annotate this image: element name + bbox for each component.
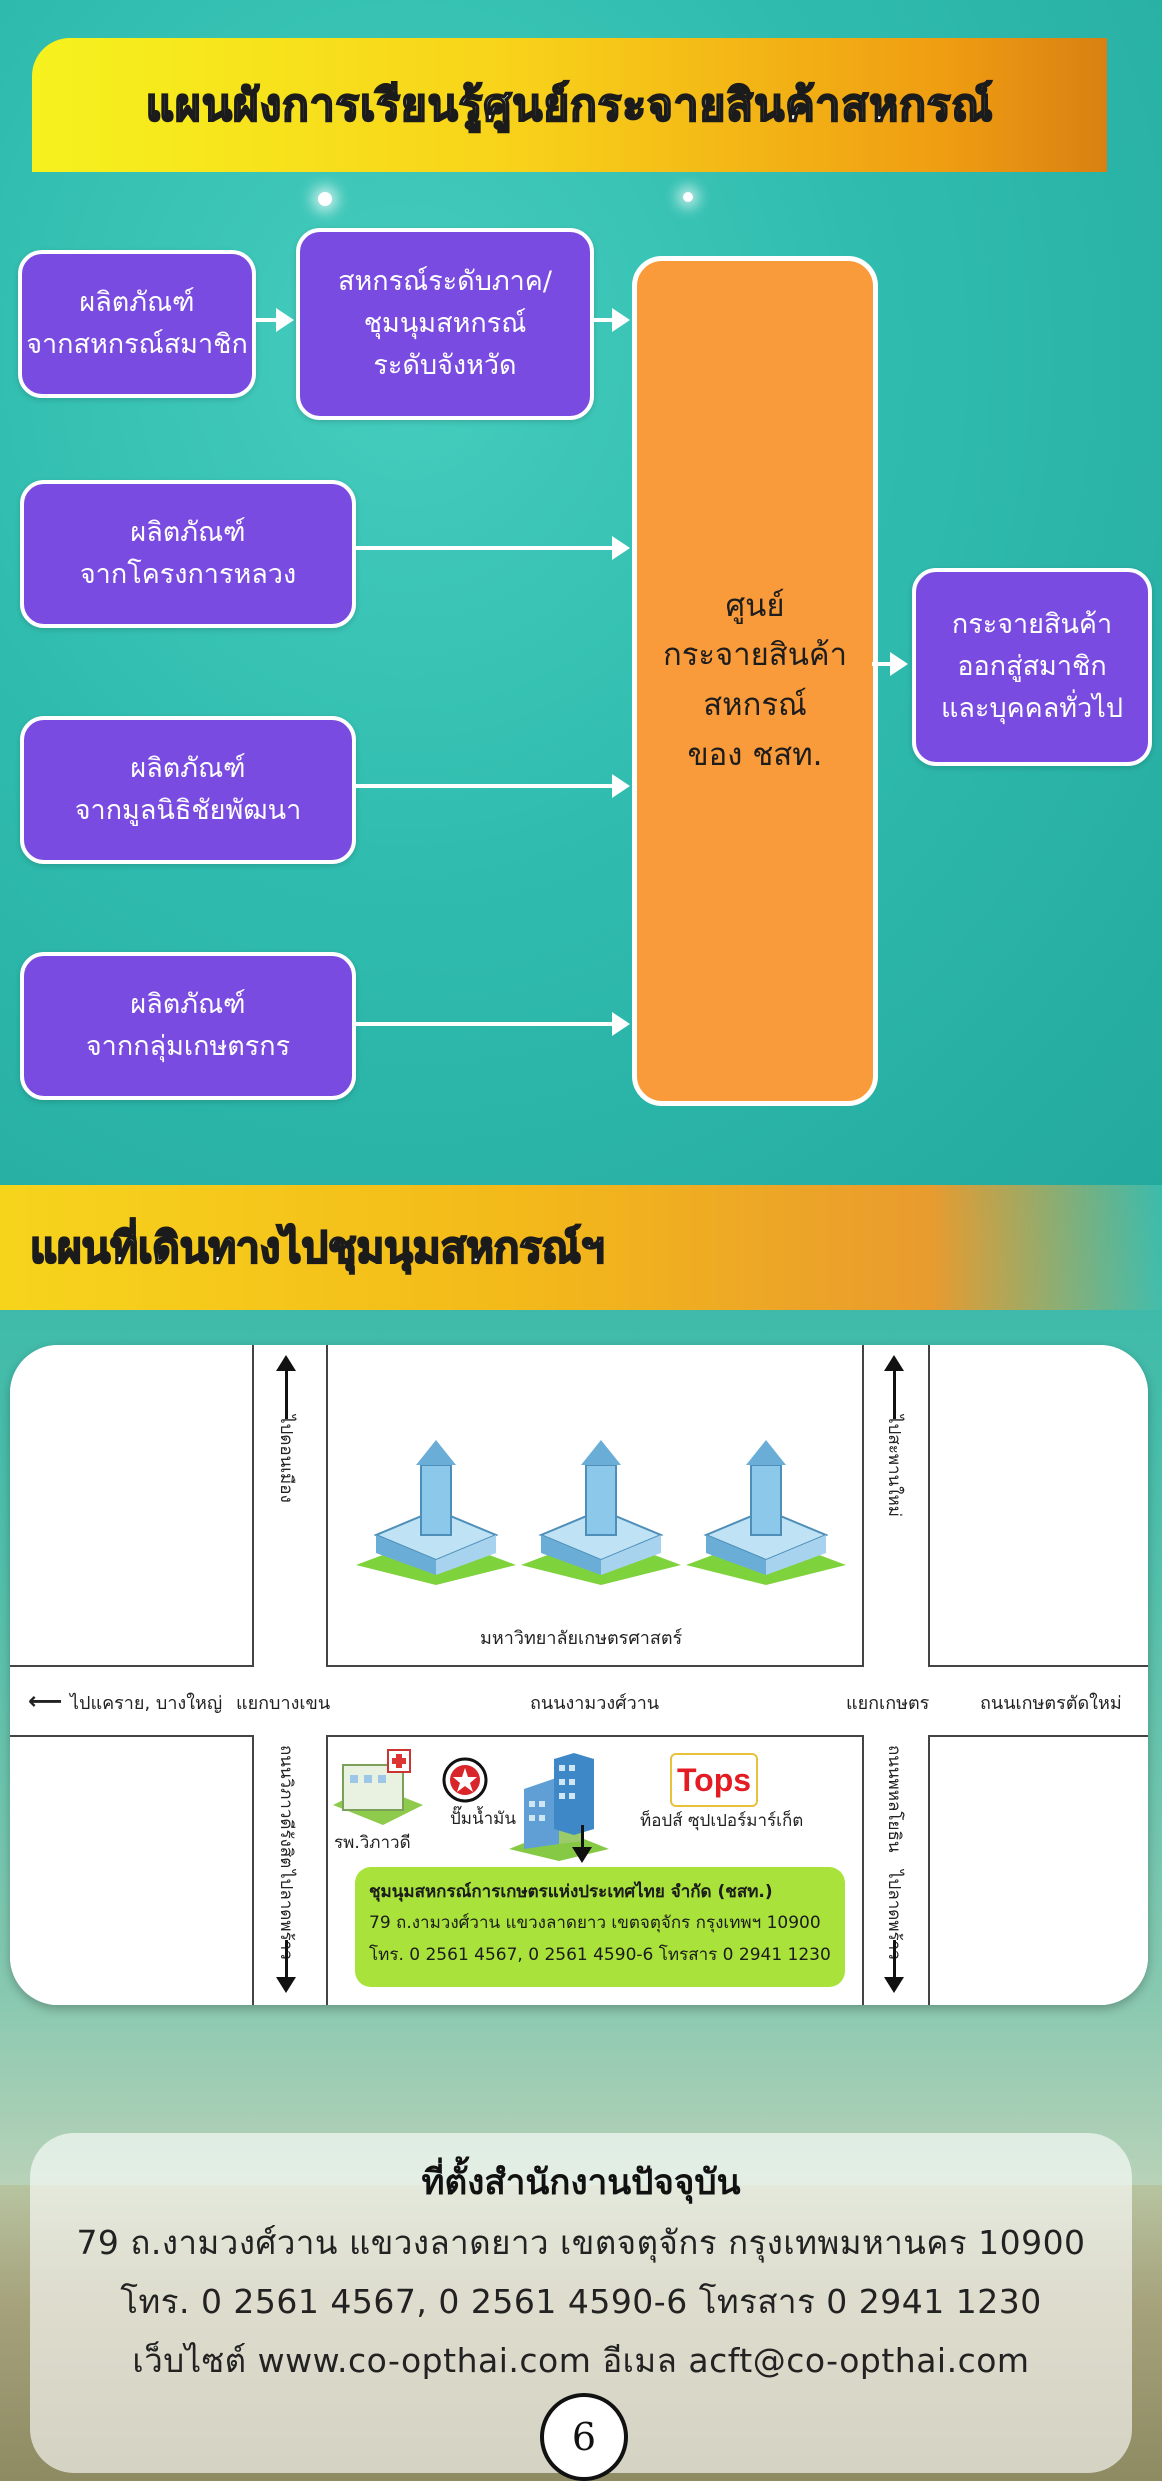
arrow-right-icon [612,1012,630,1036]
road-arrow-shaft [581,1825,584,1849]
source-box-member-coops: ผลิตภัณฑ์ จากสหกรณ์สมาชิก [18,250,256,398]
page-number: 6 [540,2393,628,2481]
arrow-down-icon [884,1977,904,1993]
intermediate-label: ชุมนุมสหกรณ์ [363,308,527,340]
source-label: จากโครงการหลวง [79,559,297,590]
phone-line: โทร. 0 2561 4567, 0 2561 4590-6 โทรสาร 0… [120,2282,1042,2321]
output-label: กระจายสินค้า [951,609,1113,641]
tops-label: ท็อปส์ ซุปเปอร์มาร์เก็ต [640,1811,804,1831]
map-block [928,1735,1148,2005]
road-arrow-shaft [893,1940,896,1980]
arrow-up-icon [884,1355,904,1371]
road-label: แยกบางเขน [236,1693,331,1714]
map-block [10,1735,254,2005]
university-label: มหาวิทยาลัยเกษตรศาสตร์ [480,1628,683,1649]
hospital-label: รพ.วิภาวดี [334,1833,411,1853]
distribution-center-box: ศูนย์ กระจายสินค้า สหกรณ์ ของ ชสท. [632,256,878,1106]
center-label: ของ ชสท. [687,736,823,773]
output-box: กระจายสินค้า ออกสู่สมาชิก และบุคคลทั่วไป [912,568,1152,766]
connector-line [872,662,890,666]
center-label: ศูนย์ [725,587,785,624]
source-label: จากกลุ่มเกษตรกร [85,1031,291,1062]
source-label: ผลิตภัณฑ์ [130,753,246,785]
address-title: ที่ตั้งสำนักงานปัจจุบัน [421,2163,741,2203]
arrow-down-icon [572,1847,592,1863]
tops-logo-text: Tops [676,1761,752,1798]
road-arrow-shaft [285,1369,288,1419]
source-label: ผลิตภัณฑ์ [130,989,246,1021]
intermediate-label: ระดับจังหวัด [373,349,517,381]
connector-line [352,546,612,550]
acft-office-building-icon [509,1753,609,1861]
map-card: ไปดอนเมือง ไปสะพานใหม่ [10,1345,1148,2005]
center-label: สหกรณ์ [703,687,807,723]
source-box-royal-project: ผลิตภัณฑ์ จากโครงการหลวง [20,480,356,628]
source-label: จากมูลนิธิชัยพัฒนา [74,795,302,826]
output-label: และบุคคลทั่วไป [941,692,1123,724]
intermediate-box: สหกรณ์ระดับภาค/ ชุมนุมสหกรณ์ ระดับจังหวั… [296,228,594,420]
university-buildings-icon [356,1440,846,1585]
map-title: แผนที่เดินทางไปชุมนุมสหกรณ์ฯ [29,1222,605,1273]
road-arrow-shaft [893,1369,896,1419]
destination-box: ชุมนุมสหกรณ์การเกษตรแห่งประเทศไทย จำกัด … [355,1867,845,1987]
road-label: ไปสะพานใหม่ [884,1415,904,1517]
destination-name: ชุมนุมสหกรณ์การเกษตรแห่งประเทศไทย จำกัด … [369,1882,773,1902]
center-label: กระจายสินค้า [662,637,848,674]
road-label: ไปแคราย, บางใหญ่ [70,1693,223,1714]
destination-phone: โทร. 0 2561 4567, 0 2561 4590-6 โทรสาร 0… [369,1944,831,1965]
arrow-down-icon [276,1977,296,1993]
connector-line [590,318,612,322]
arrow-right-icon [612,536,630,560]
gas-station-label: ปั๊มน้ำมัน [450,1809,516,1829]
arrow-right-icon [276,308,294,332]
output-label: ออกสู่สมาชิก [957,651,1107,683]
gas-station-icon [442,1757,488,1803]
map-title-banner: แผนที่เดินทางไปชุมนุมสหกรณ์ฯ [0,1185,1162,1310]
sparkle-icon [318,192,332,206]
source-label: จากสหกรณ์สมาชิก [26,329,248,360]
connector-line [352,1022,612,1026]
arrow-right-icon [612,308,630,332]
intermediate-label: สหกรณ์ระดับภาค/ [338,266,552,298]
sparkle-icon [683,192,693,202]
source-label: ผลิตภัณฑ์ [130,517,246,549]
road-arrow-shaft [285,1940,288,1980]
arrow-right-icon [890,652,908,676]
road-label: แยกเกษตร [846,1693,930,1714]
destination-address: 79 ถ.งามวงศ์วาน แขวงลาดยาว เขตจตุจักร กร… [369,1913,821,1934]
source-box-chaipattana: ผลิตภัณฑ์ จากมูลนิธิชัยพัฒนา [20,716,356,864]
road-label: ถนนงามวงศ์วาน [530,1693,660,1714]
source-box-farmer-groups: ผลิตภัณฑ์ จากกลุ่มเกษตรกร [20,952,356,1100]
hospital-icon [333,1749,423,1825]
road-label: ถนนวิภาวดีรังสิต [276,1745,296,1869]
flowchart-title: แผนผังการเรียนรู้ศูนย์กระจายสินค้าสหกรณ์ [145,79,994,132]
web-email-line: เว็บไซต์ www.co-opthai.com อีเมล acft@co… [132,2341,1030,2380]
tops-logo: Tops [670,1753,758,1807]
road-label: ถนนเกษตรตัดใหม่ [980,1693,1122,1714]
arrow-right-icon [612,774,630,798]
map-block [928,1345,1148,1667]
address-line: 79 ถ.งามวงศ์วาน แขวงลาดยาว เขตจตุจักร กร… [76,2223,1086,2262]
source-label: ผลิตภัณฑ์ [79,287,195,319]
road-label: ไปดอนเมือง [276,1415,296,1503]
flowchart-title-banner: แผนผังการเรียนรู้ศูนย์กระจายสินค้าสหกรณ์ [32,38,1107,172]
arrow-left-icon: ⟵ [28,1687,63,1715]
footer-section: ที่ตั้งสำนักงานปัจจุบัน 79 ถ.งามวงศ์วาน … [0,2133,1162,2481]
connector-line [352,784,612,788]
arrow-up-icon [276,1355,296,1371]
flowchart-section: แผนผังการเรียนรู้ศูนย์กระจายสินค้าสหกรณ์… [0,0,1162,1185]
road-label: ถนนพหลโยธิน [884,1745,904,1853]
map-block [10,1345,254,1667]
connector-line [252,318,276,322]
map-section: แผนที่เดินทางไปชุมนุมสหกรณ์ฯ ไปดอนเมือง … [0,1185,1162,2185]
